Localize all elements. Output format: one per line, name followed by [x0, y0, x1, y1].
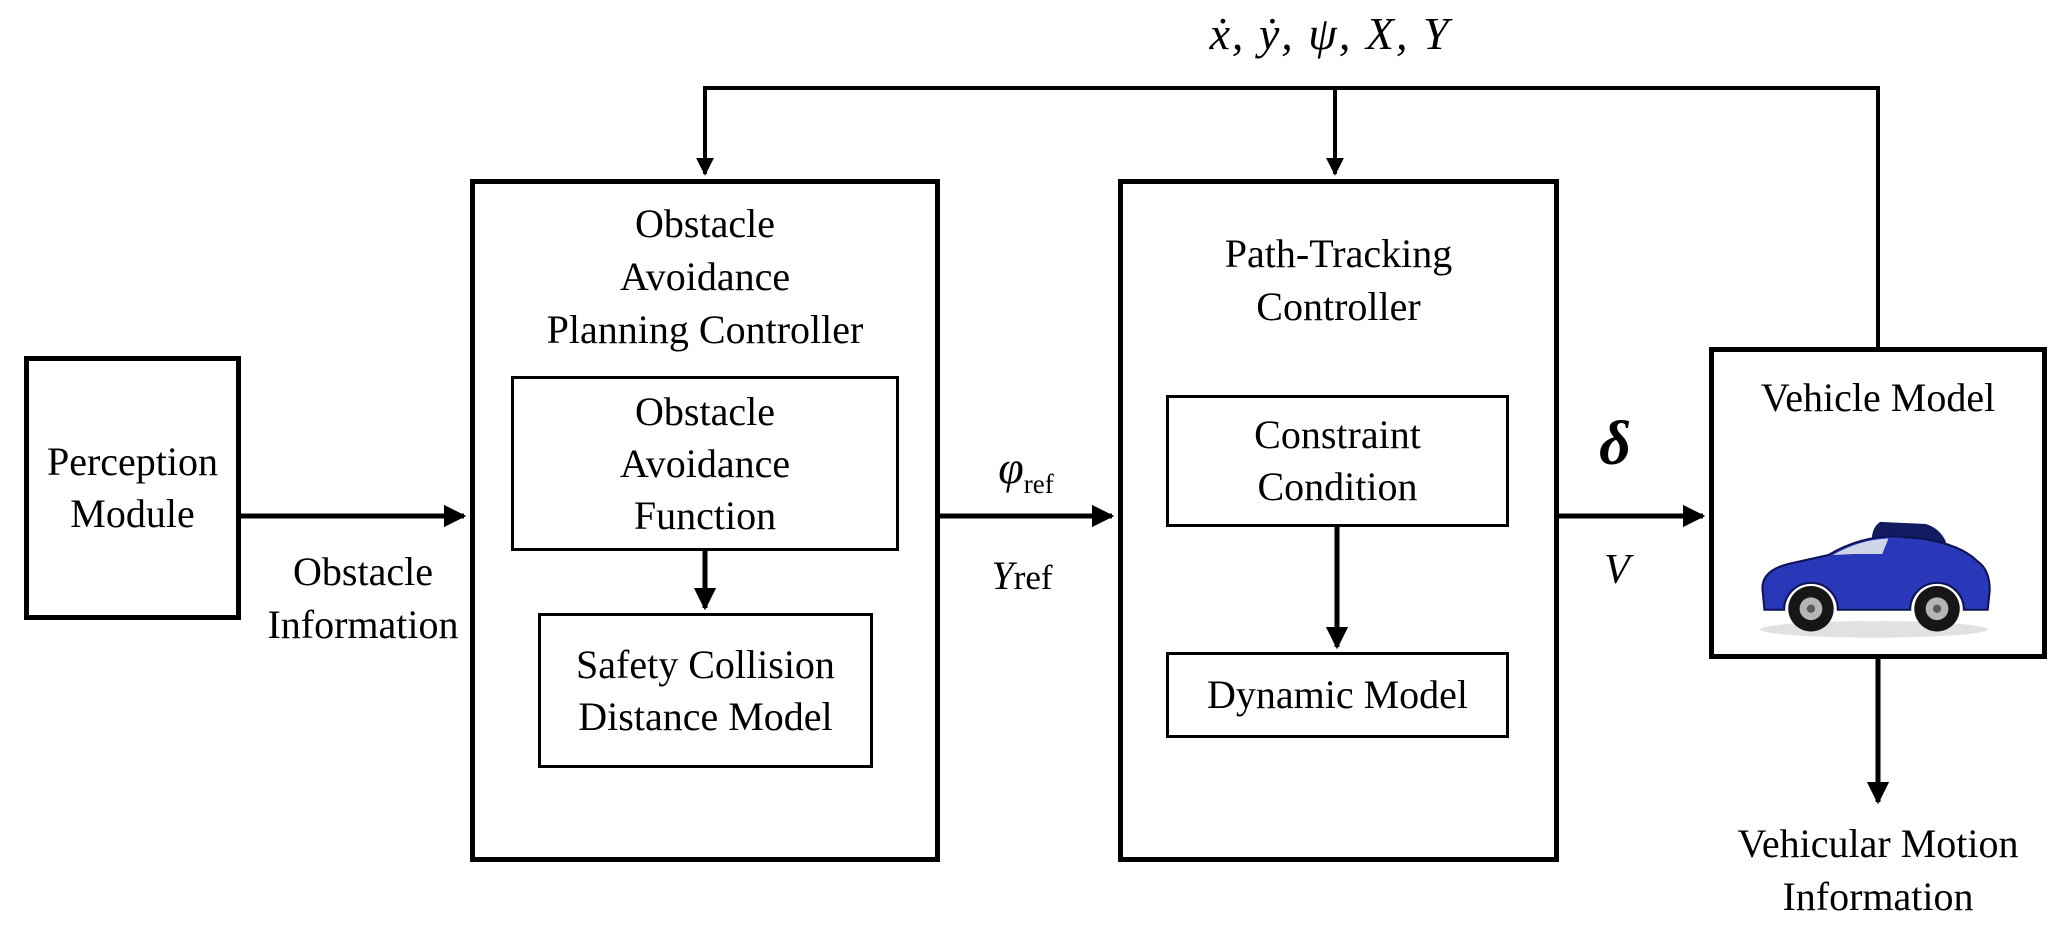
y-symbol: Y [991, 553, 1014, 598]
constraint-condition-box: Constraint Condition [1166, 395, 1509, 527]
car-wheel-rear-hub [1932, 604, 1942, 613]
constraint-condition-label: Constraint Condition [1254, 412, 1421, 509]
obstacle-avoidance-planning-controller-box [470, 179, 940, 862]
phi-subscript: ref [1023, 469, 1054, 500]
car-body [1761, 535, 1991, 611]
obstacle-avoidance-planning-controller-title: Obstacle Avoidance Planning Controller [546, 201, 864, 352]
car-windshield [1832, 538, 1889, 555]
obstacle-avoidance-function-box: Obstacle Avoidance Function [511, 376, 899, 551]
car-wheel-front-hub [1806, 604, 1816, 613]
dynamic-model-label: Dynamic Model [1206, 672, 1469, 717]
vehicle-model-box [1709, 347, 2047, 659]
v-signal-label: V [1604, 547, 1630, 593]
feedback-line [696, 86, 1880, 347]
perception-module-box: Perception Module [24, 356, 241, 620]
phi-symbol: φ [998, 442, 1024, 493]
car-illustration [1760, 521, 1991, 638]
path-tracking-controller-box [1118, 179, 1559, 862]
phi-ref-signal-label: φref [958, 438, 1094, 503]
obstacle-avoidance-function-label: Obstacle Avoidance Function [619, 388, 791, 538]
safety-collision-distance-model-box: Safety Collision Distance Model [538, 613, 873, 768]
delta-signal-label: δ [1599, 410, 1631, 478]
vehicular-motion-information-label: Vehicular Motion Information [1737, 821, 2019, 919]
y-ref-suffix: ref [1013, 558, 1053, 597]
obstacle-information-label: Obstacle Information [267, 549, 459, 647]
y-ref-signal-label: Yref [952, 550, 1092, 603]
path-tracking-controller-title: Path-Tracking Controller [1224, 231, 1453, 329]
safety-collision-distance-model-label: Safety Collision Distance Model [576, 641, 835, 739]
vehicle-model-label: Vehicle Model [1760, 375, 1996, 420]
perception-module-label: Perception Module [46, 439, 219, 536]
feedback-signal-label: ẋ, ẏ, ψ, X, Y [1209, 8, 1451, 59]
dynamic-model-box: Dynamic Model [1166, 652, 1509, 738]
